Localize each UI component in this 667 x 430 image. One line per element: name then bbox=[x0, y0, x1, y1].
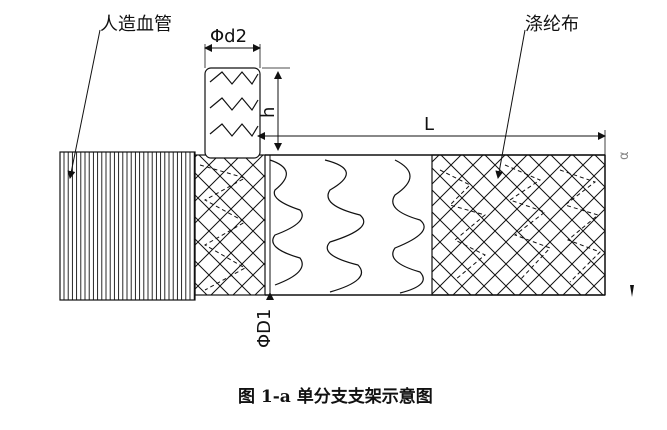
label-h: h bbox=[258, 107, 279, 118]
callout-graft: 人造血管 bbox=[67, 14, 172, 179]
dimension-d2: Φd2 bbox=[204, 26, 261, 68]
dimension-L: L bbox=[257, 114, 606, 155]
distal-covered-segment bbox=[431, 154, 606, 296]
artificial-vascular-graft bbox=[59, 151, 196, 301]
label-alpha: α bbox=[617, 151, 632, 160]
dimension-h: h bbox=[258, 67, 290, 151]
figure-caption: 图 1-a 单分支支架示意图 bbox=[238, 386, 433, 407]
angle-marks: α bbox=[617, 151, 634, 297]
callout-fabric: 涤纶布 bbox=[495, 14, 579, 179]
label-fabric: 涤纶布 bbox=[525, 14, 579, 35]
label-d2: Φd2 bbox=[210, 26, 247, 47]
label-L: L bbox=[424, 114, 434, 135]
dimension-D1: ΦD1 bbox=[254, 160, 275, 348]
side-branch-stent bbox=[204, 67, 261, 159]
proximal-covered-segment bbox=[194, 154, 266, 296]
label-D1: ΦD1 bbox=[254, 309, 275, 348]
label-graft: 人造血管 bbox=[100, 14, 172, 35]
